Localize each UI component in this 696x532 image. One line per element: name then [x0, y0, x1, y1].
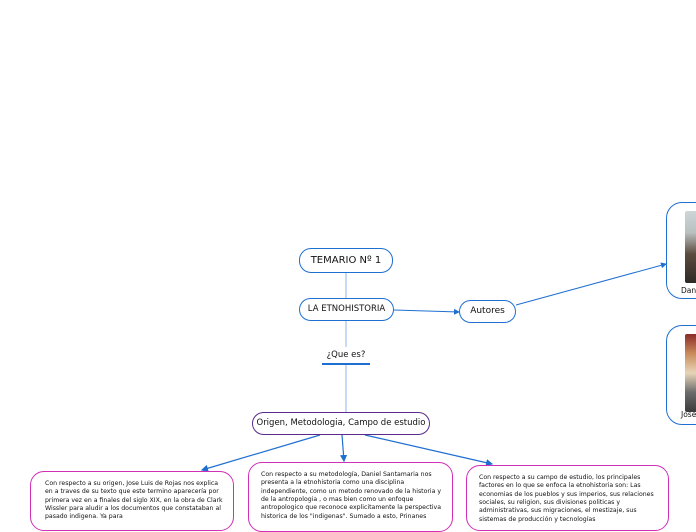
card-campo-text: Con respecto a su campo de estudio, los …: [479, 474, 654, 523]
edge-origen-card-right: [364, 434, 494, 467]
node-que-es[interactable]: ¿Que es?: [322, 347, 370, 365]
autores-node-label: Autores: [470, 306, 505, 317]
card-origen[interactable]: Con respecto a su origen, Jose Luis de R…: [30, 471, 234, 531]
origen-node-label: Origen, Metodologia, Campo de estudio: [256, 417, 426, 428]
author-photo: [685, 334, 696, 412]
card-metodologia[interactable]: Con respecto a su metodología, Daniel Sa…: [248, 462, 453, 532]
card-origen-text: Con respecto a su origen, Jose Luis de R…: [45, 480, 223, 521]
mind-map-canvas: TEMARIO Nº 1 LA ETNOHISTORIA Autores ¿Qu…: [30, 202, 696, 532]
edge-etnohistoria-autores: [393, 308, 460, 315]
author-name: Jose Luis de Rojas: [681, 410, 696, 419]
author-node-rojas[interactable]: Jose Luis de Rojas: [666, 325, 696, 425]
root-node-label: TEMARIO Nº 1: [310, 254, 382, 266]
edge-origen-card-middle: [339, 434, 348, 463]
card-metodologia-text: Con respecto a su metodología, Daniel Sa…: [261, 471, 442, 520]
node-la-etnohistoria[interactable]: LA ETNOHISTORIA: [299, 298, 394, 321]
etnohistoria-node-label: LA ETNOHISTORIA: [307, 303, 386, 314]
que-es-label: ¿Que es?: [326, 350, 366, 360]
edge-autores-author1: [515, 262, 667, 306]
author-node-santamaria[interactable]: Daniel Santamaria: [666, 202, 696, 299]
node-autores[interactable]: Autores: [459, 300, 516, 323]
card-campo-de-estudio[interactable]: Con respecto a su campo de estudio, los …: [466, 465, 669, 531]
root-node-temario[interactable]: TEMARIO Nº 1: [299, 248, 393, 273]
author-name: Daniel Santamaria: [681, 286, 696, 295]
edge-origen-card-left: [200, 434, 321, 472]
author-photo: [685, 211, 696, 283]
node-origen-metodologia-campo[interactable]: Origen, Metodologia, Campo de estudio: [252, 412, 430, 435]
connector-lines: [200, 262, 667, 472]
